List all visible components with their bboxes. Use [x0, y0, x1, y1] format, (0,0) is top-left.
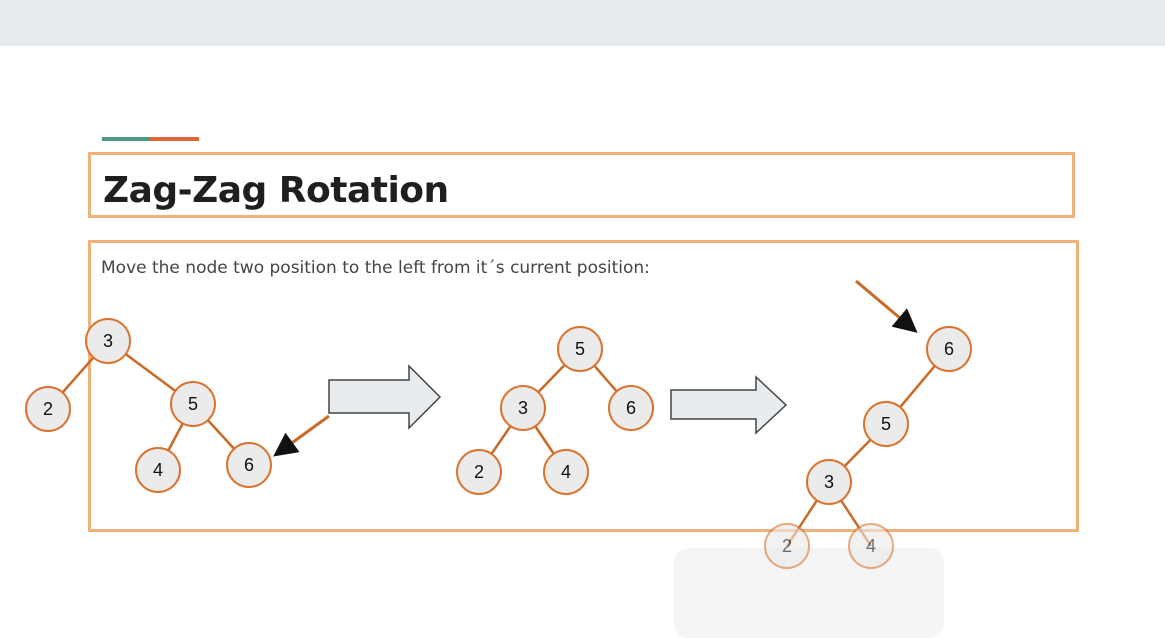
svg-text:5: 5	[881, 414, 891, 434]
tree3-node: 5	[863, 401, 909, 447]
right-arrow-icon	[670, 375, 788, 435]
svg-text:3: 3	[824, 472, 834, 492]
svg-text:2: 2	[782, 536, 792, 556]
tree1-node: 3	[85, 318, 131, 364]
tree3-node: 6	[926, 326, 972, 372]
title-frame[interactable]: Zag-Zag Rotation	[88, 152, 1075, 218]
top-toolbar-bar	[0, 0, 1165, 46]
content-frame[interactable]	[88, 240, 1079, 532]
svg-text:5: 5	[575, 339, 585, 359]
tree2-node: 2	[456, 449, 502, 495]
svg-text:6: 6	[944, 339, 954, 359]
pointer-arrow-icon	[273, 414, 330, 457]
svg-text:2: 2	[474, 462, 484, 482]
tree2-node: 5	[557, 326, 603, 372]
tree2-node: 4	[543, 449, 589, 495]
svg-text:4: 4	[153, 460, 163, 480]
pointer-arrow-icon	[855, 279, 918, 333]
accent-bar-orange	[150, 137, 199, 141]
tree3-node: 3	[806, 459, 852, 505]
tree3-node: 2	[764, 523, 810, 569]
slide-title: Zag-Zag Rotation	[103, 170, 449, 211]
tree1-node: 4	[135, 447, 181, 493]
right-arrow-icon	[328, 364, 442, 430]
tree1-node: 2	[25, 386, 71, 432]
tree3-node: 4	[848, 523, 894, 569]
svg-text:2: 2	[43, 399, 53, 419]
svg-text:4: 4	[866, 536, 876, 556]
tree2-node: 6	[608, 385, 654, 431]
rotation-diagram: 3 2 5 4 6 5 3 6 2 4	[25, 279, 972, 569]
svg-text:5: 5	[188, 394, 198, 414]
tree1-node: 6	[226, 442, 272, 488]
svg-text:6: 6	[244, 455, 254, 475]
accent-bar-green	[102, 137, 150, 141]
tree2-node: 3	[500, 385, 546, 431]
tree1-node: 5	[170, 381, 216, 427]
svg-text:3: 3	[518, 398, 528, 418]
svg-text:6: 6	[626, 398, 636, 418]
svg-text:3: 3	[103, 331, 113, 351]
slide-description: Move the node two position to the left f…	[101, 258, 650, 278]
svg-text:4: 4	[561, 462, 571, 482]
